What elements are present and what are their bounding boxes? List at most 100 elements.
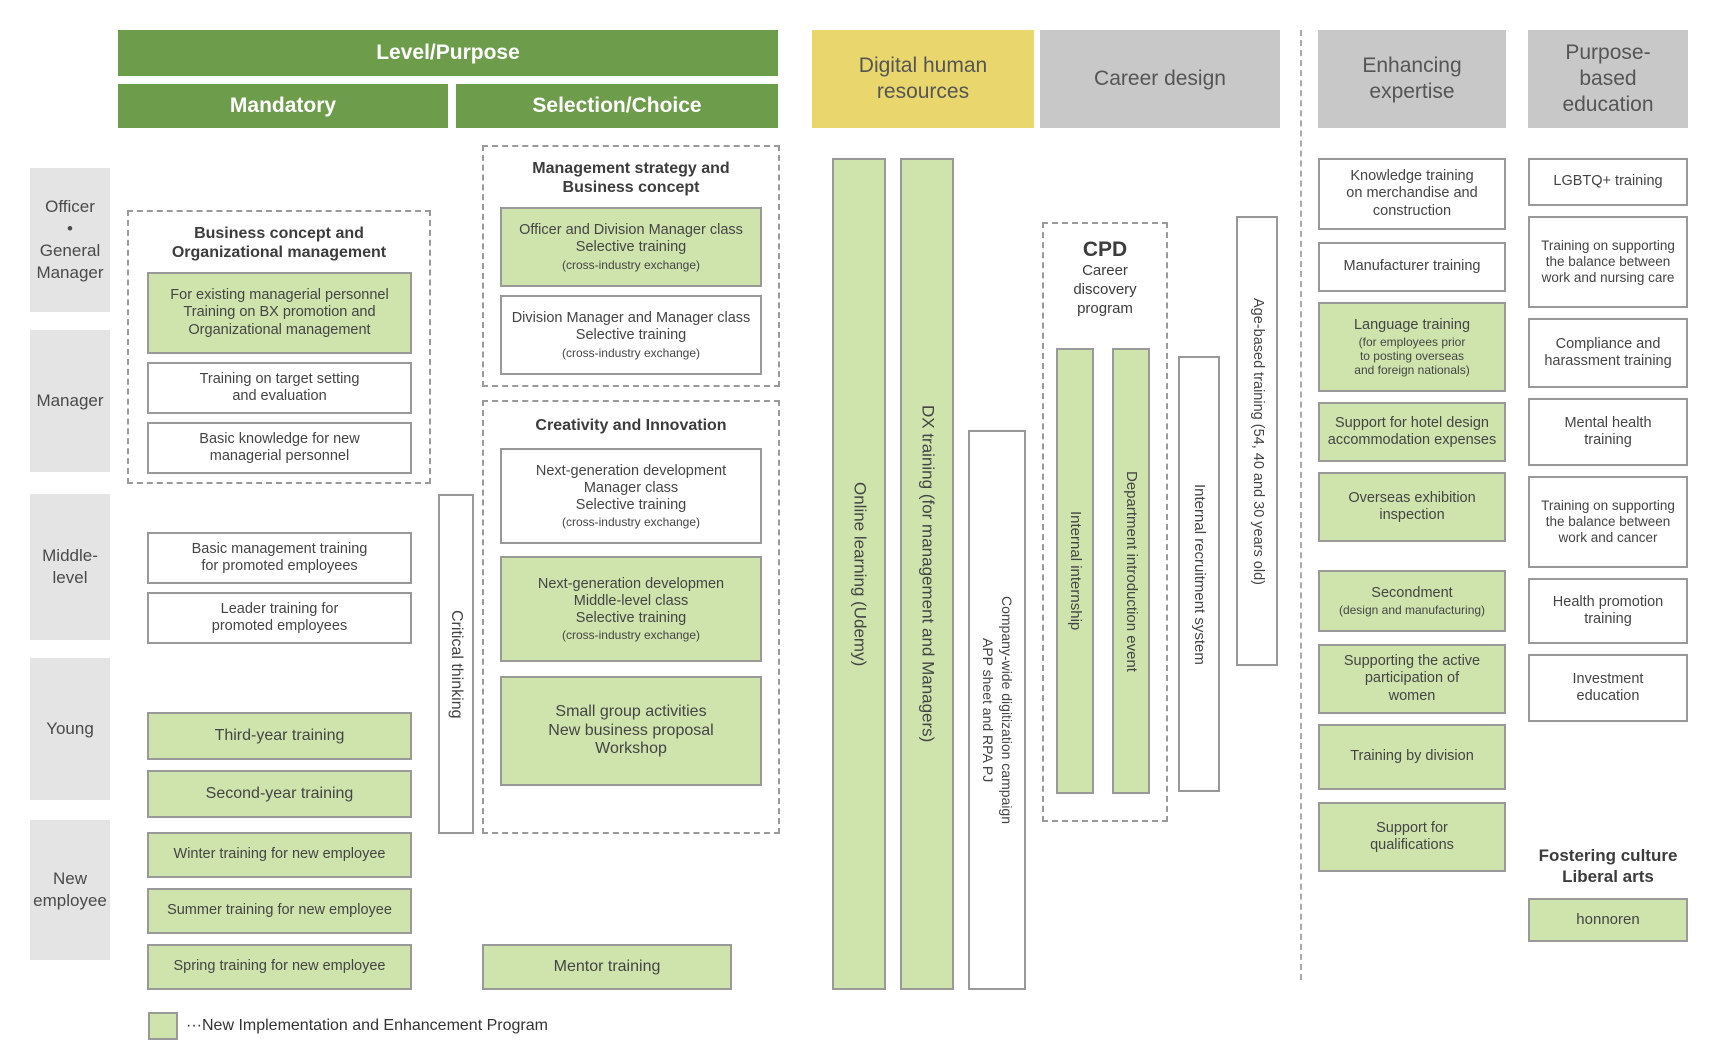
- box-text: Second-year training: [205, 784, 354, 802]
- box-text: Officer and Division Manager class Selec…: [519, 222, 743, 256]
- cpd-heading: CPD Career discovery program: [1044, 238, 1166, 318]
- level-label-officer-general-manager: Officer • General Manager: [30, 168, 110, 312]
- bar-age-based-training: Age-based training (54, 40 and 30 years …: [1236, 216, 1278, 666]
- box-text: Training on supporting the balance betwe…: [1541, 238, 1675, 285]
- box-text: Health promotion training: [1552, 593, 1664, 627]
- box-text: Manufacturer training: [1343, 258, 1481, 275]
- box-summer-training-new-employee: Summer training for new employee: [147, 888, 412, 934]
- bar-department-introduction-event: Department introduction event: [1112, 348, 1150, 794]
- box-manufacturer-training: Manufacturer training: [1318, 242, 1506, 292]
- group-management-strategy-business-concept: [482, 145, 780, 387]
- box-subtext: (for employees prior to posting overseas…: [1354, 334, 1470, 378]
- box-compliance-harassment: Compliance and harassment training: [1528, 318, 1688, 388]
- box-winter-training-new-employee: Winter training for new employee: [147, 832, 412, 878]
- box-next-gen-manager-selective: Next-generation development Manager clas…: [500, 448, 762, 544]
- box-target-setting-evaluation: Training on target setting and evaluatio…: [147, 362, 412, 414]
- box-basic-management-training: Basic management training for promoted e…: [147, 532, 412, 584]
- box-work-nursing-care-balance: Training on supporting the balance betwe…: [1528, 216, 1688, 308]
- bar-internal-internship: Internal internship: [1056, 348, 1094, 794]
- header-level-purpose: Level/Purpose: [118, 30, 778, 76]
- header-selection-choice: Selection/Choice: [456, 84, 778, 128]
- level-label-manager: Manager: [30, 330, 110, 472]
- header-enhancing-expertise: Enhancing expertise: [1318, 30, 1506, 128]
- box-small-group-activities: Small group activities New business prop…: [500, 676, 762, 786]
- header-digital-human-resources: Digital human resources: [812, 30, 1034, 128]
- box-text: Knowledge training on merchandise and co…: [1346, 168, 1478, 219]
- group-title-creativity-innovation: Creativity and Innovation: [535, 417, 727, 434]
- box-bx-promotion-training: For existing managerial personnel Traini…: [147, 272, 412, 354]
- bar-online-learning-udemy: Online learning (Udemy): [832, 158, 886, 990]
- legend-green-swatch: [148, 1012, 178, 1040]
- box-text: Mental health training: [1564, 414, 1652, 448]
- box-text: Training on target setting and evaluatio…: [199, 370, 360, 404]
- box-text: Training on supporting the balance betwe…: [1541, 498, 1675, 545]
- cpd-subtitle: Career discovery program: [1073, 262, 1137, 317]
- level-label-young: Young: [30, 658, 110, 800]
- bar-company-wide-digitization-campaign: Company-wide digitization campaign APP s…: [968, 430, 1026, 990]
- box-subtext: (cross-industry exchange): [561, 345, 701, 360]
- header-mandatory: Mandatory: [118, 84, 448, 128]
- box-mentor-training: Mentor training: [482, 944, 732, 990]
- box-support-qualifications: Support for qualifications: [1318, 802, 1506, 872]
- group-cpd-career-discovery: [1042, 222, 1168, 822]
- box-text: Small group activities New business prop…: [548, 702, 714, 758]
- header-purpose-based-education: Purpose- based education: [1528, 30, 1688, 128]
- box-leader-training: Leader training for promoted employees: [147, 592, 412, 644]
- box-subtext: (cross-industry exchange): [561, 257, 701, 272]
- group-title-management-strategy: Management strategy and Business concept: [532, 160, 730, 197]
- cpd-title: CPD: [1082, 238, 1128, 261]
- level-label-middle-level: Middle- level: [30, 494, 110, 640]
- box-text: Winter training for new employee: [173, 846, 386, 863]
- box-text: Basic management training for promoted e…: [191, 540, 368, 574]
- box-hotel-design-accommodation: Support for hotel design accommodation e…: [1318, 402, 1506, 462]
- box-text: Secondment: [1371, 584, 1453, 601]
- box-investment-education: Investment education: [1528, 654, 1688, 722]
- box-work-cancer-balance: Training on supporting the balance betwe…: [1528, 476, 1688, 568]
- box-knowledge-merchandise-construction: Knowledge training on merchandise and co…: [1318, 158, 1506, 230]
- box-next-gen-middle-level-selective: Next-generation developmen Middle-level …: [500, 556, 762, 662]
- box-text: Next-generation developmen Middle-level …: [537, 575, 725, 626]
- box-text: LGBTQ+ training: [1553, 173, 1663, 190]
- legend-label: ···New Implementation and Enhancement Pr…: [186, 1017, 548, 1034]
- box-text: For existing managerial personnel Traini…: [170, 287, 389, 338]
- bar-critical-thinking: Critical thinking: [438, 494, 474, 834]
- box-honnoren: honnoren: [1528, 898, 1688, 942]
- box-text: Division Manager and Manager class Selec…: [511, 310, 751, 344]
- box-secondment: Secondment (design and manufacturing): [1318, 570, 1506, 632]
- box-supporting-women: Supporting the active participation of w…: [1318, 644, 1506, 714]
- box-second-year-training: Second-year training: [147, 770, 412, 818]
- box-language-training: Language training (for employees prior t…: [1318, 302, 1506, 392]
- box-text: Basic knowledge for new managerial perso…: [199, 430, 360, 464]
- fostering-culture-title: Fostering culture Liberal arts: [1538, 846, 1678, 887]
- box-training-by-division: Training by division: [1318, 724, 1506, 790]
- box-text: Investment education: [1572, 670, 1644, 704]
- box-basic-knowledge-managerial: Basic knowledge for new managerial perso…: [147, 422, 412, 474]
- group-creativity-innovation: [482, 400, 780, 834]
- box-text: Overseas exhibition inspection: [1348, 489, 1476, 523]
- box-officer-division-manager-selective: Officer and Division Manager class Selec…: [500, 207, 762, 287]
- section-divider: [1300, 30, 1302, 980]
- box-text: Training by division: [1350, 748, 1474, 765]
- box-lgbtq-training: LGBTQ+ training: [1528, 158, 1688, 206]
- box-text: Language training: [1353, 316, 1471, 333]
- box-text: Third-year training: [214, 726, 345, 744]
- box-text: Support for hotel design accommodation e…: [1327, 414, 1497, 448]
- box-subtext: (cross-industry exchange): [561, 628, 701, 643]
- level-label-new-employee: New employee: [30, 820, 110, 960]
- box-text: Next-generation development Manager clas…: [535, 462, 727, 513]
- box-mental-health: Mental health training: [1528, 398, 1688, 466]
- box-health-promotion: Health promotion training: [1528, 578, 1688, 644]
- box-text: Spring training for new employee: [173, 958, 386, 975]
- box-third-year-training: Third-year training: [147, 712, 412, 760]
- group-business-concept-organizational-management: [127, 210, 431, 484]
- box-spring-training-new-employee: Spring training for new employee: [147, 944, 412, 990]
- box-text: Compliance and harassment training: [1544, 335, 1672, 369]
- bar-dx-training: DX training (for management and Managers…: [900, 158, 954, 990]
- box-overseas-exhibition-inspection: Overseas exhibition inspection: [1318, 472, 1506, 542]
- box-text: Mentor training: [553, 957, 661, 975]
- box-text: Leader training for promoted employees: [211, 600, 348, 634]
- header-career-design: Career design: [1040, 30, 1280, 128]
- box-text: Summer training for new employee: [167, 902, 392, 919]
- box-division-manager-manager-selective: Division Manager and Manager class Selec…: [500, 295, 762, 375]
